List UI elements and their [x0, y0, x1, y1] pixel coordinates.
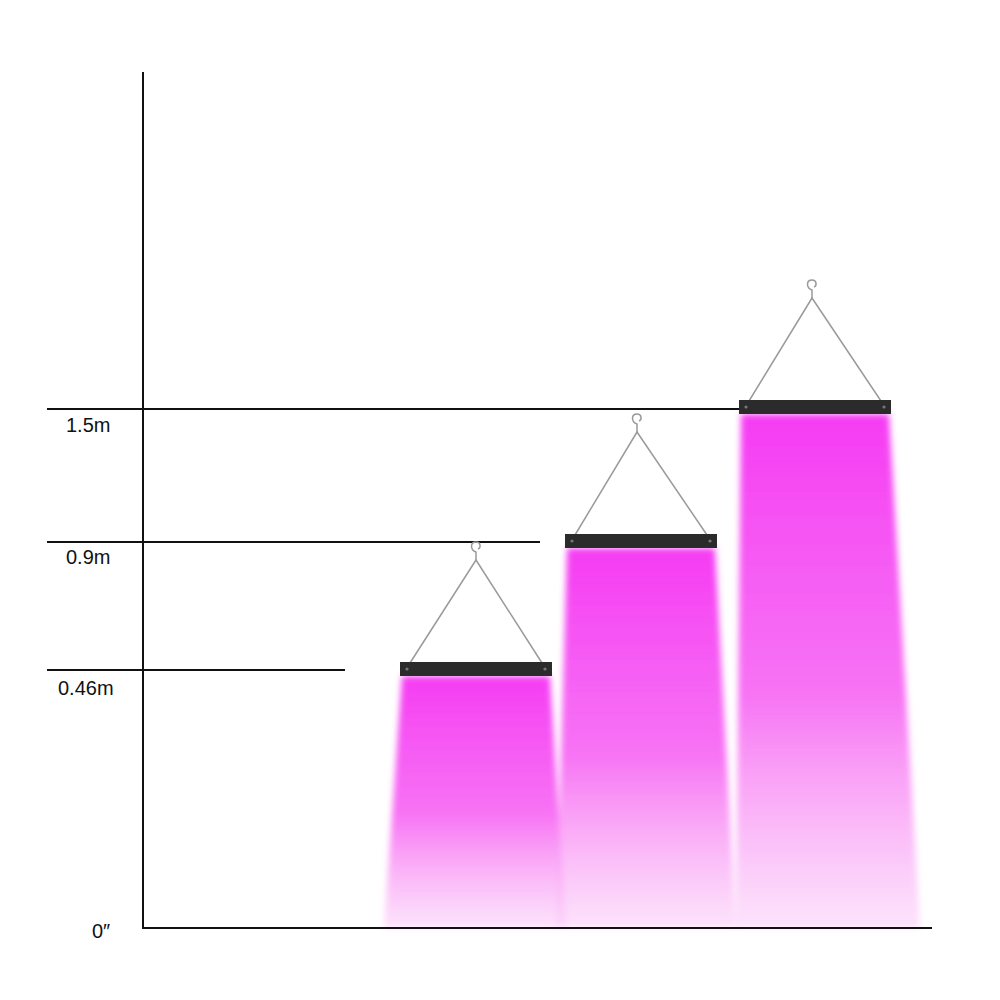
height-label: 0.46m — [58, 678, 114, 698]
hangers — [410, 280, 881, 663]
height-label: 0″ — [92, 921, 110, 941]
light-beams — [384, 414, 920, 928]
height-label: 0.9m — [66, 547, 110, 567]
height-label: 1.5m — [66, 415, 110, 435]
axes — [47, 72, 932, 929]
light-panels — [400, 400, 891, 676]
